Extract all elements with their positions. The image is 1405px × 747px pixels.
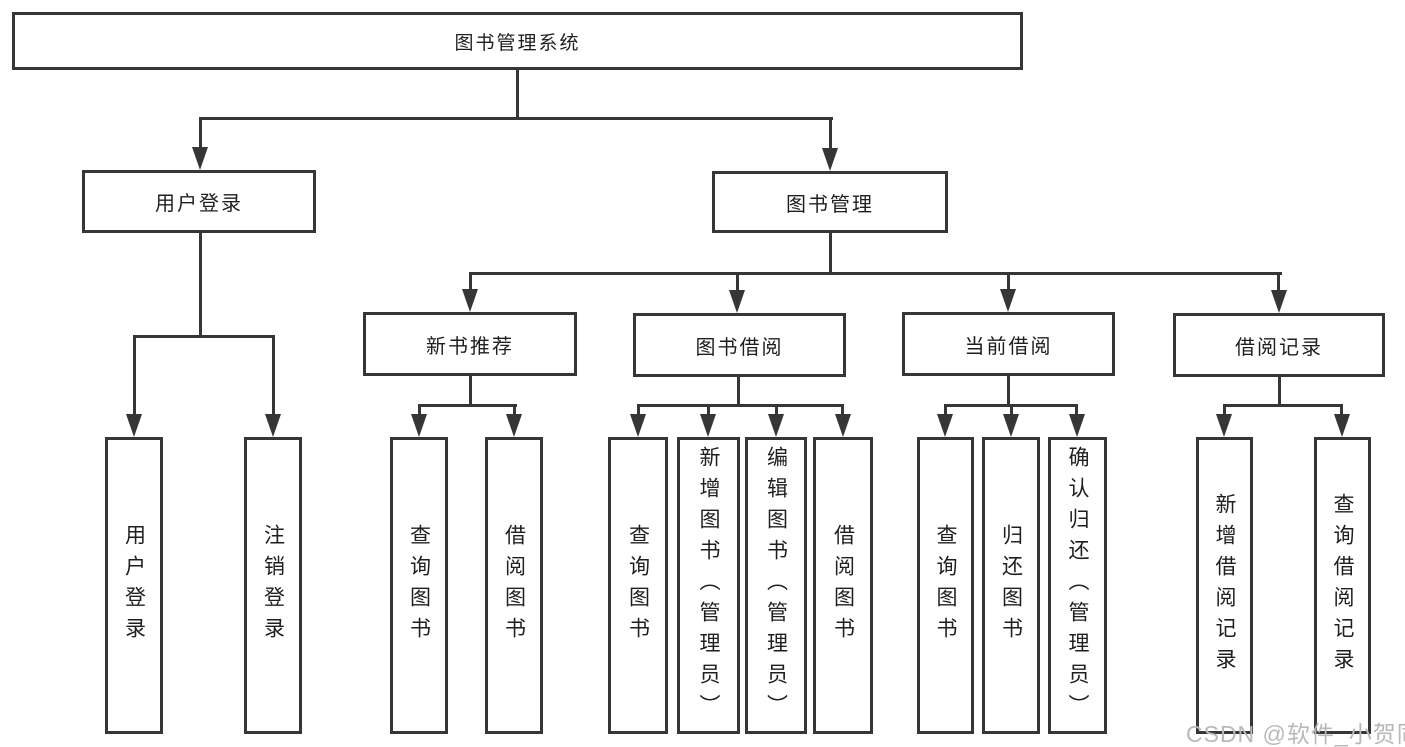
arrowhead-book-borrow (729, 290, 745, 313)
node-book-management-label: 图书管理 (786, 193, 874, 216)
arrowhead-group3-leaf3 (1069, 414, 1085, 437)
connector-group1-stem (469, 375, 472, 407)
leaf-user-login-label: 用户登录 (122, 523, 146, 648)
arrowhead-leaf-user-login (126, 414, 142, 437)
arrowhead-group4-leaf2 (1334, 414, 1350, 437)
connector-book-mgmt-stem (829, 232, 832, 274)
node-root: 图书管理系统 (12, 12, 1023, 70)
arrowhead-group1-leaf1 (411, 414, 427, 437)
node-book-management: 图书管理 (712, 171, 948, 233)
connector-group3-drop3 (1075, 404, 1078, 418)
arrowhead-group3-leaf1 (937, 414, 953, 437)
arrowhead-borrow-record (1271, 290, 1287, 313)
connector-user-login-bar (133, 335, 275, 338)
leaf-logout-label: 注销登录 (261, 523, 285, 648)
leaf-return-books: 归还图书 (982, 437, 1040, 734)
connector-book-borrow-drop (736, 272, 739, 290)
arrowhead-group4-leaf1 (1216, 414, 1232, 437)
connector-group1-bar (418, 404, 517, 407)
node-user-login-label: 用户登录 (155, 193, 243, 215)
leaf-confirm-return-admin-label: 确认归还（管理员） (1066, 446, 1089, 725)
connector-group2-bar (637, 404, 844, 407)
node-user-login: 用户登录 (82, 170, 316, 233)
leaf-query-books-current: 查询图书 (917, 437, 974, 734)
connector-group3-drop1 (944, 404, 947, 418)
leaf-return-books-label: 归还图书 (999, 523, 1023, 648)
connector-root-stem (516, 70, 519, 118)
connector-group2-drop3 (775, 404, 778, 418)
leaf-logout: 注销登录 (244, 437, 302, 734)
connector-leaf-logout-drop (272, 335, 275, 416)
arrowhead-leaf-logout (265, 414, 281, 437)
arrowhead-book-mgmt (822, 148, 838, 171)
connector-l2-bar (199, 117, 833, 120)
arrowhead-group3-leaf2 (1003, 414, 1019, 437)
connector-l3-bar (469, 272, 1282, 275)
arrowhead-group1-leaf2 (506, 414, 522, 437)
connector-group1-drop2 (513, 404, 516, 418)
connector-group4-drop2 (1340, 404, 1343, 418)
arrowhead-group2-leaf2 (700, 414, 716, 437)
csdn-watermark: CSDN @软件_小贺同学 (1186, 721, 1405, 747)
leaf-query-books-recommend-label: 查询图书 (407, 523, 431, 648)
arrowhead-group2-leaf4 (835, 414, 851, 437)
connector-group4-drop1 (1223, 404, 1226, 418)
node-borrowing-records: 借阅记录 (1173, 313, 1385, 377)
connector-group2-stem (737, 376, 740, 407)
connector-group3-drop2 (1010, 404, 1013, 418)
leaf-query-books-recommend: 查询图书 (390, 437, 448, 734)
leaf-borrow-books-recommend: 借阅图书 (485, 437, 543, 734)
node-new-book-recommend-label: 新书推荐 (426, 335, 514, 358)
leaf-borrow-books-recommend-label: 借阅图书 (502, 523, 526, 648)
node-root-label: 图书管理系统 (454, 32, 581, 54)
leaf-borrow-books-borrowing: 借阅图书 (813, 437, 873, 734)
connector-new-book-drop (469, 272, 472, 290)
connector-book-mgmt-drop (829, 117, 832, 150)
node-book-borrowing: 图书借阅 (633, 313, 846, 377)
leaf-confirm-return-admin: 确认归还（管理员） (1048, 437, 1107, 734)
leaf-query-borrow-record-label: 查询借阅记录 (1331, 492, 1354, 679)
leaf-query-books-current-label: 查询图书 (934, 523, 957, 648)
node-new-book-recommend: 新书推荐 (363, 312, 577, 376)
arrowhead-new-book (462, 289, 478, 312)
connector-group4-bar (1223, 404, 1343, 407)
leaf-edit-book-admin: 编辑图书（管理员） (745, 437, 807, 734)
leaf-edit-book-admin-label: 编辑图书（管理员） (764, 446, 788, 725)
leaf-add-book-admin: 新增图书（管理员） (677, 437, 740, 734)
connector-group2-drop4 (841, 404, 844, 418)
connector-group3-stem (1007, 375, 1010, 407)
arrowhead-group2-leaf3 (768, 414, 784, 437)
arrowhead-group2-leaf1 (630, 414, 646, 437)
node-borrowing-records-label: 借阅记录 (1235, 336, 1323, 359)
connector-group1-drop1 (418, 404, 421, 418)
node-book-borrowing-label: 图书借阅 (695, 336, 784, 359)
leaf-borrow-books-borrowing-label: 借阅图书 (831, 523, 855, 648)
leaf-add-borrow-record: 新增借阅记录 (1196, 437, 1253, 734)
leaf-add-book-admin-label: 新增图书（管理员） (697, 446, 720, 725)
leaf-query-books-borrowing-label: 查询图书 (626, 523, 650, 648)
connector-group4-stem (1278, 376, 1281, 407)
leaf-query-books-borrowing: 查询图书 (608, 437, 668, 734)
arrowhead-current-borrow (1000, 289, 1016, 312)
leaf-user-login: 用户登录 (105, 437, 163, 734)
leaf-query-borrow-record: 查询借阅记录 (1314, 437, 1371, 734)
connector-leaf-user-login-drop (133, 335, 136, 416)
connector-borrow-record-drop (1277, 272, 1280, 290)
connector-group2-drop1 (637, 404, 640, 418)
connector-group2-drop2 (707, 404, 710, 418)
connector-current-borrow-drop (1007, 272, 1010, 290)
node-current-borrowing: 当前借阅 (902, 312, 1115, 376)
node-current-borrowing-label: 当前借阅 (964, 335, 1053, 358)
connector-user-login-drop (199, 117, 202, 150)
leaf-add-borrow-record-label: 新增借阅记录 (1213, 492, 1236, 679)
connector-user-login-stem (199, 232, 202, 337)
arrowhead-user-login (192, 147, 208, 170)
